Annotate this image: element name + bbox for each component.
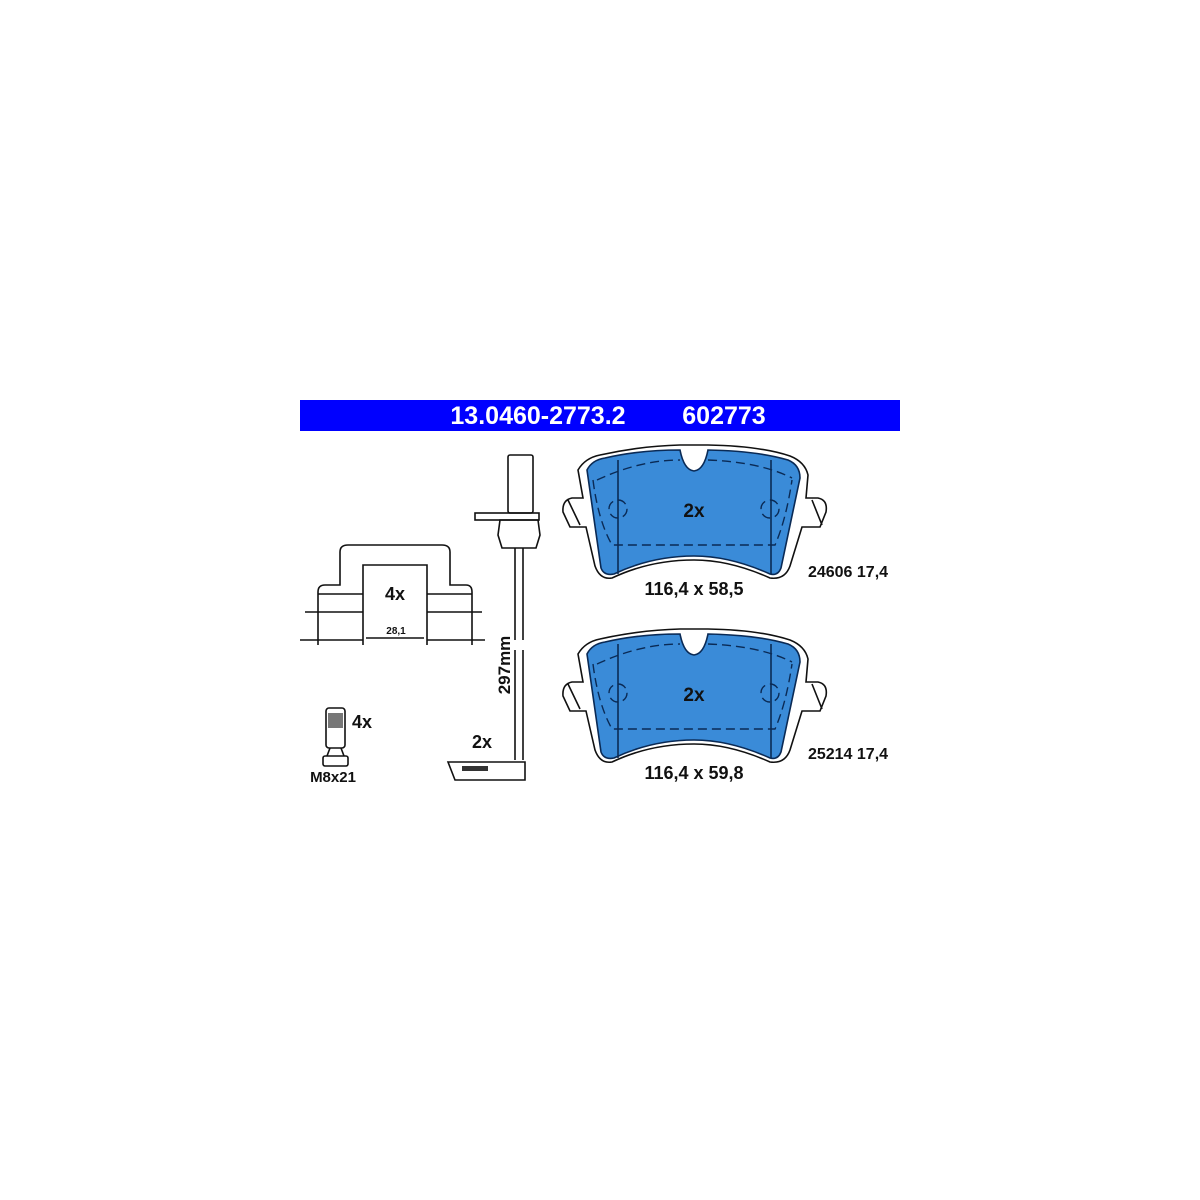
clip-dimension: 28,1 (386, 626, 406, 637)
retaining-clip (300, 544, 485, 645)
part-number: 13.0460-2773.2 (450, 402, 625, 430)
pad-1-dimensions: 116,4 x 58,5 (644, 579, 743, 599)
header-banner (300, 400, 900, 431)
bolt-spec: M8x21 (310, 769, 356, 786)
pad-1-quantity: 2x (683, 501, 705, 522)
pad-2-code: 25214 17,4 (808, 746, 888, 763)
sensor-quantity: 2x (472, 732, 492, 752)
pad-2-dimensions: 116,4 x 59,8 (644, 763, 743, 783)
bolt-quantity: 4x (352, 712, 372, 732)
bolt (322, 707, 349, 767)
wear-sensor (446, 454, 541, 781)
pad-2-quantity: 2x (683, 685, 705, 706)
sensor-length: 297mm (495, 636, 514, 695)
article-number: 602773 (682, 402, 765, 430)
pad-1-code: 24606 17,4 (808, 564, 888, 581)
clip-quantity: 4x (385, 584, 405, 604)
